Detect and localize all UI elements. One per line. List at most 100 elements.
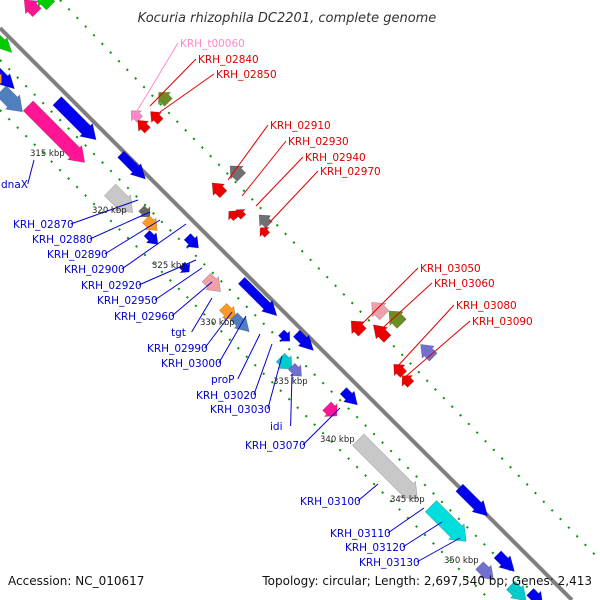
reverse-gene — [259, 227, 271, 238]
gene-label: KRH_02970 — [320, 166, 381, 178]
kbp-scale: 315 kbp 320 kbp 325 kbp 330 kbp 335 kbp 340 k… — [30, 149, 479, 566]
kbp-mark: 345 kbp — [390, 495, 425, 505]
gene-label: KRH_02990 — [147, 343, 208, 355]
kbp-mark: 340 kbp — [320, 435, 355, 445]
gene-label: KRH_03060 — [434, 278, 495, 290]
forward-gene — [22, 100, 86, 163]
reverse-gene — [420, 344, 438, 362]
gene-label: KRH_02840 — [198, 54, 259, 66]
kbp-mark: 350 kbp — [444, 556, 479, 566]
gene-label: KRH_03080 — [456, 300, 517, 312]
leader-line — [121, 223, 187, 270]
forward-gene — [455, 483, 489, 517]
forward-gene — [178, 261, 191, 274]
gene-label: dnaX — [1, 179, 28, 191]
forward-gene — [0, 72, 3, 84]
forward-gene — [277, 329, 291, 342]
gene-label: KRH_02960 — [114, 311, 175, 323]
leader-line — [89, 211, 151, 240]
leader-line — [375, 282, 433, 335]
reverse-gene — [350, 320, 367, 337]
genome-summary-text: Topology: circular; Length: 2,697,540 bp… — [262, 574, 592, 588]
kbp-mark: 315 kbp — [30, 149, 65, 159]
forward-gene — [493, 550, 515, 572]
gene-label: KRH_02940 — [305, 152, 366, 164]
gene-label: KRH_03050 — [420, 263, 481, 275]
forward-gene — [141, 215, 158, 231]
accession-text: Accession: NC_010617 — [8, 574, 145, 588]
forward-gene — [526, 587, 543, 600]
leader-line — [395, 304, 455, 369]
forward-gene — [138, 205, 151, 218]
leader-line — [204, 311, 233, 349]
gene-label: KRH_02950 — [97, 295, 158, 307]
forward-gene — [219, 302, 237, 321]
leader-line — [154, 267, 203, 301]
gene-label: KRH_02850 — [216, 69, 277, 81]
gene-label: KRH_02900 — [64, 264, 125, 276]
kbp-mark: 320 kbp — [92, 206, 127, 216]
leader-line — [255, 156, 304, 207]
gene-label: KRH_02890 — [47, 249, 108, 261]
leader-line — [361, 267, 419, 325]
forward-gene — [0, 85, 23, 113]
leader-line — [253, 343, 273, 396]
kbp-mark: 335 kbp — [273, 377, 308, 387]
forward-gene — [143, 229, 159, 245]
gene-label: proP — [211, 374, 235, 386]
gene-label: KRH_03020 — [196, 390, 257, 402]
reverse-gene — [23, 0, 42, 18]
map-title: Kocuria rhizophila DC2201, complete geno… — [138, 11, 437, 26]
outer-dotted-track — [59, 0, 600, 561]
leader-line — [416, 537, 461, 563]
leader-line — [357, 483, 379, 502]
leader-line — [241, 140, 287, 197]
forward-gene — [287, 362, 302, 377]
forward-gene — [183, 233, 199, 249]
reverse-gene — [229, 165, 247, 182]
kbp-mark: 330 kbp — [200, 318, 235, 328]
leader-line — [402, 521, 443, 548]
forward-gene — [103, 183, 134, 213]
gene-label: KRH_03090 — [472, 316, 533, 328]
forward-gene — [117, 150, 146, 180]
leader-line — [138, 259, 197, 286]
leader-line — [302, 407, 341, 446]
leader-line — [149, 58, 197, 107]
gene-label: KRH_03070 — [245, 440, 306, 452]
leader-line — [191, 297, 213, 333]
leader-line — [27, 159, 35, 185]
leader-line — [269, 170, 319, 223]
leader-line — [237, 333, 261, 380]
gene-label: KRH_t00060 — [180, 38, 245, 50]
gene-label: KRH_03120 — [345, 542, 406, 554]
gene-label: KRH_02910 — [270, 120, 331, 132]
reverse-gene — [372, 324, 392, 343]
reverse-gene — [158, 92, 173, 107]
forward-gene — [322, 401, 338, 417]
reverse-gene — [401, 375, 415, 388]
leader-line — [70, 199, 139, 225]
leader-line — [104, 219, 161, 255]
reverse-gene — [137, 119, 151, 134]
forward-gene — [352, 433, 418, 500]
gene-label: idi — [270, 421, 283, 433]
leader-line — [218, 315, 247, 364]
leader-line — [227, 124, 269, 181]
gene-label: KRH_02920 — [81, 280, 142, 292]
forward-gene — [475, 561, 494, 581]
reverse-gene — [150, 111, 164, 125]
forward-gene — [424, 500, 467, 542]
gene-label: KRH_03030 — [210, 404, 271, 416]
forward-gene — [229, 312, 250, 333]
forward-gene — [292, 329, 314, 351]
leader-line — [403, 320, 471, 379]
gene-features — [0, 0, 543, 600]
reverse-gene — [258, 214, 273, 229]
kbp-mark: 325 kbp — [152, 261, 187, 271]
gene-label: KRH_02870 — [13, 219, 74, 231]
reverse-gene — [388, 310, 407, 329]
leader-line — [171, 281, 213, 317]
forward-gene — [0, 67, 15, 90]
gene-label: KRH_03130 — [359, 557, 420, 569]
